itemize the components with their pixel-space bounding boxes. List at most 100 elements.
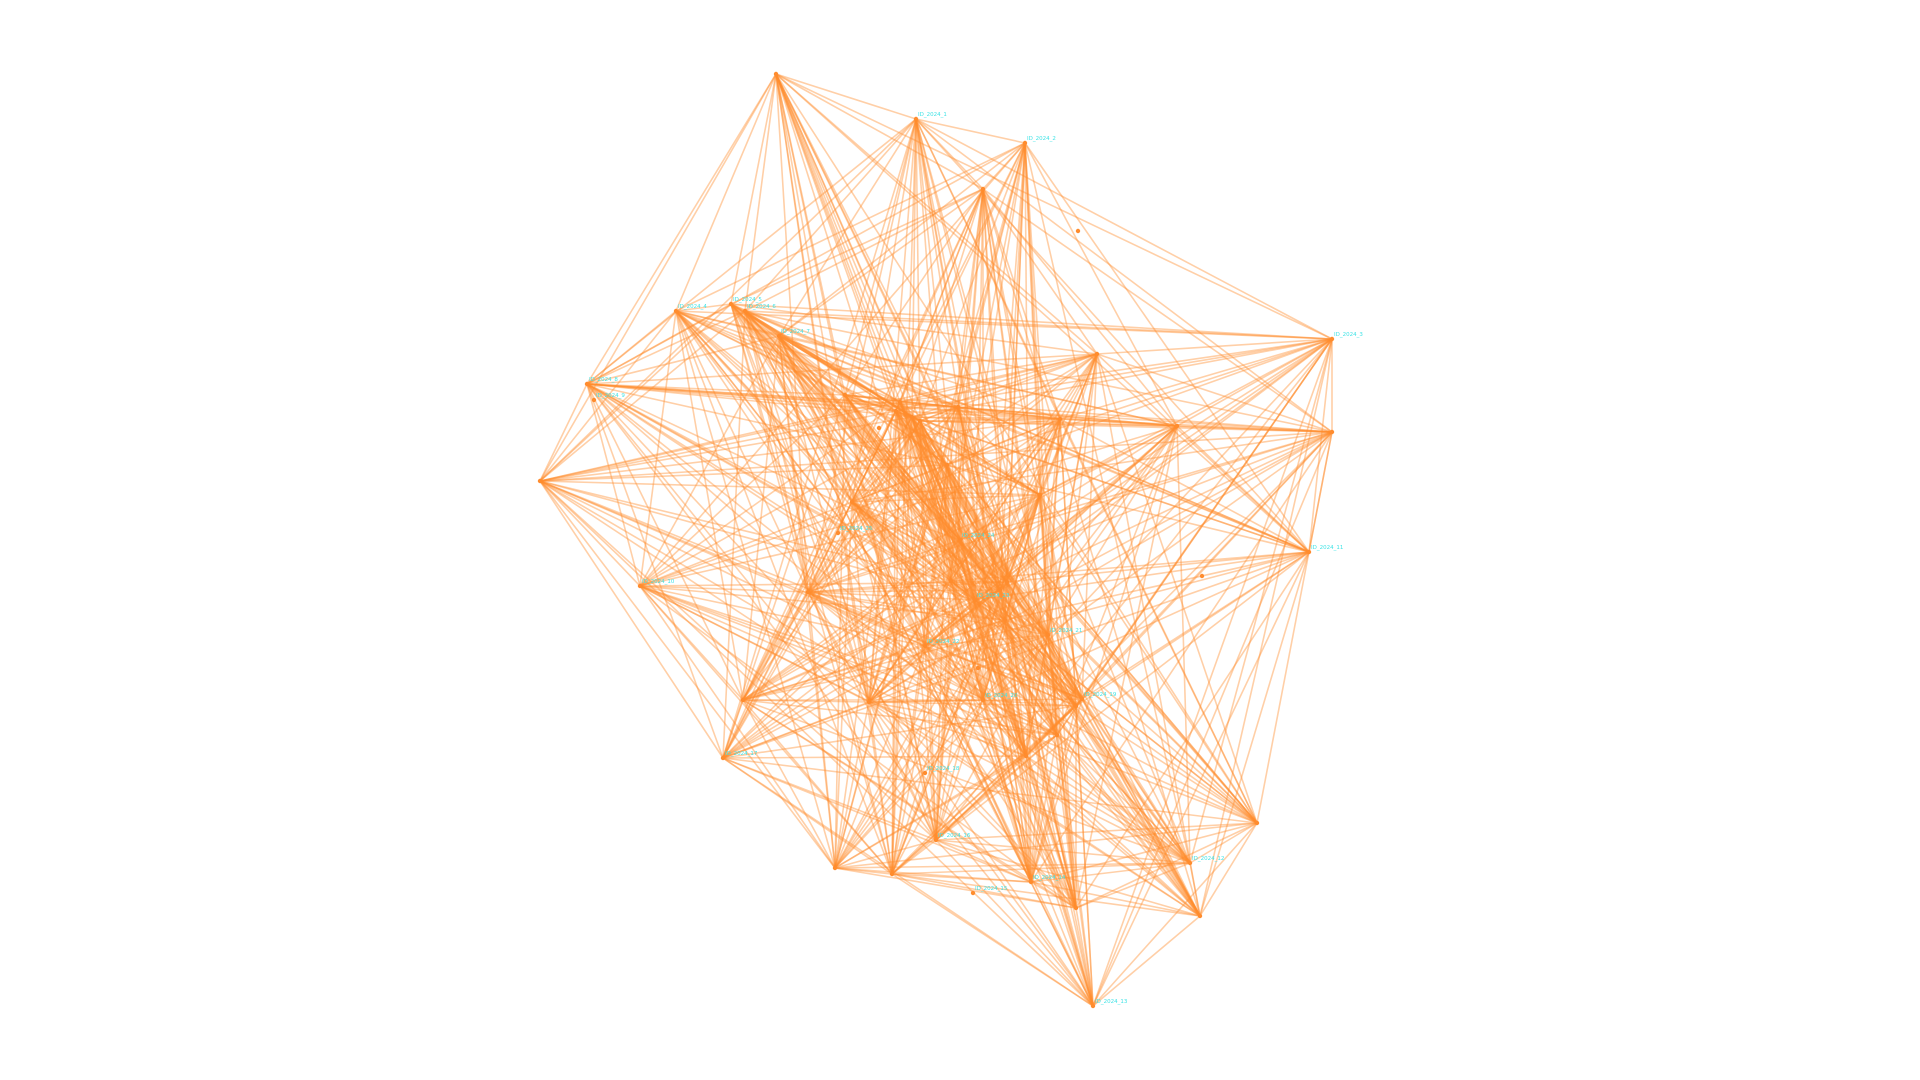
graph-node-n47[interactable] — [835, 530, 841, 536]
graph-edge — [807, 464, 948, 593]
graph-edge — [924, 599, 976, 647]
graph-node-label: ID_2024_9 — [596, 393, 625, 399]
graph-edge — [935, 822, 1258, 841]
graph-edge — [722, 338, 1333, 759]
graph-node-n6[interactable] — [1329, 336, 1335, 342]
graph-edge — [935, 755, 1027, 841]
graph-node-n14[interactable] — [637, 583, 643, 589]
graph-edge — [899, 401, 926, 647]
graph-node-n34[interactable] — [1023, 753, 1029, 759]
graph-node-n17[interactable] — [1174, 423, 1180, 429]
graph-edge — [844, 394, 976, 601]
graph-node-n13[interactable] — [537, 478, 543, 484]
graph-node-n7[interactable] — [673, 308, 679, 314]
graph-edge — [778, 335, 901, 403]
graph-edge — [722, 580, 952, 759]
graph-edge — [1006, 551, 1310, 583]
graph-edge — [999, 353, 1098, 591]
graph-edge — [742, 580, 952, 701]
graph-edge — [586, 383, 913, 418]
graph-node-n19[interactable] — [1199, 573, 1205, 579]
graph-node-n31[interactable] — [740, 697, 746, 703]
graph-node-n29[interactable] — [933, 837, 939, 843]
graph-node-n51[interactable] — [1057, 416, 1063, 422]
graph-node-n21[interactable] — [1187, 860, 1193, 866]
graph-edge — [1199, 551, 1310, 917]
graph-node-n26[interactable] — [970, 890, 976, 896]
graph-node-n10[interactable] — [776, 333, 782, 339]
graph-node-n60[interactable] — [997, 587, 1003, 593]
graph-node-n35[interactable] — [1054, 732, 1060, 738]
graph-node-n43[interactable] — [972, 597, 978, 603]
graph-node-n1[interactable] — [773, 71, 779, 77]
graph-node-n41[interactable] — [805, 589, 811, 595]
graph-node-n20[interactable] — [1254, 820, 1260, 826]
graph-node-n44[interactable] — [948, 578, 954, 584]
graph-node-n37[interactable] — [1073, 703, 1079, 709]
graph-edge — [1092, 338, 1333, 1007]
graph-node-n3[interactable] — [1022, 140, 1028, 146]
graph-edge — [778, 335, 984, 701]
graph-edge — [919, 418, 1061, 422]
graph-edge — [851, 501, 1008, 583]
graph-edge — [1096, 338, 1333, 355]
graph-edge — [639, 585, 870, 703]
graph-edge — [911, 416, 961, 541]
graph-node-n16[interactable] — [1329, 429, 1335, 435]
graph-node-n58[interactable] — [909, 414, 915, 420]
graph-edge — [924, 581, 1008, 647]
graph-node-n27[interactable] — [889, 871, 895, 877]
graph-node-n18[interactable] — [1306, 549, 1312, 555]
graph-node-label: ID_2024_17 — [725, 751, 758, 757]
graph-node-n24[interactable] — [1073, 905, 1079, 911]
graph-edge — [775, 73, 1001, 591]
graph-node-n39[interactable] — [1045, 632, 1051, 638]
graph-edge — [1189, 822, 1258, 864]
graph-node-n23[interactable] — [1090, 1003, 1096, 1009]
graph-edge — [868, 699, 984, 703]
graph-node-n57[interactable] — [893, 408, 899, 414]
graph-node-n2[interactable] — [913, 116, 919, 122]
graph-node-n59[interactable] — [1002, 617, 1008, 623]
graph-node-n5[interactable] — [1075, 228, 1081, 234]
graph-node-n54[interactable] — [876, 425, 882, 431]
graph-node-n8[interactable] — [728, 301, 734, 307]
graph-edge — [675, 310, 1006, 621]
graph-edge — [539, 480, 952, 582]
graph-edge — [924, 645, 937, 841]
graph-edge — [1039, 338, 1333, 496]
graph-node-n15[interactable] — [1094, 351, 1100, 357]
graph-edge — [919, 420, 937, 841]
graph-node-n46[interactable] — [957, 537, 963, 543]
graph-node-n45[interactable] — [1004, 579, 1010, 585]
graph-edge — [778, 335, 1077, 909]
graph-node-n30[interactable] — [720, 755, 726, 761]
graph-node-n52[interactable] — [955, 404, 961, 410]
graph-node-n40[interactable] — [975, 665, 981, 671]
graph-node-n56[interactable] — [897, 399, 903, 405]
graph-node-n9[interactable] — [742, 308, 748, 314]
graph-node-n55[interactable] — [842, 392, 848, 398]
graph-node-n49[interactable] — [1037, 492, 1043, 498]
graph-edge — [851, 501, 1201, 917]
graph-node-n53[interactable] — [917, 418, 923, 424]
graph-node-n48[interactable] — [849, 499, 855, 505]
graph-node-n42[interactable] — [922, 643, 928, 649]
graph-node-n38[interactable] — [980, 697, 986, 703]
graph-node-n25[interactable] — [1028, 879, 1034, 885]
graph-edge — [895, 410, 913, 418]
graph-edge — [586, 383, 984, 701]
graph-node-n36[interactable] — [1079, 696, 1085, 702]
graph-node-n4[interactable] — [980, 186, 986, 192]
graph-edge — [957, 406, 1061, 420]
graph-node-n28[interactable] — [832, 865, 838, 871]
graph-edge — [946, 464, 976, 601]
graph-edge — [895, 410, 1258, 824]
graph-node-n50[interactable] — [944, 462, 950, 468]
graph-node-n33[interactable] — [922, 770, 928, 776]
graph-node-n12[interactable] — [591, 397, 597, 403]
graph-node-n32[interactable] — [866, 699, 872, 705]
graph-node-n22[interactable] — [1197, 913, 1203, 919]
graph-edge — [915, 118, 1061, 420]
graph-node-n11[interactable] — [584, 381, 590, 387]
